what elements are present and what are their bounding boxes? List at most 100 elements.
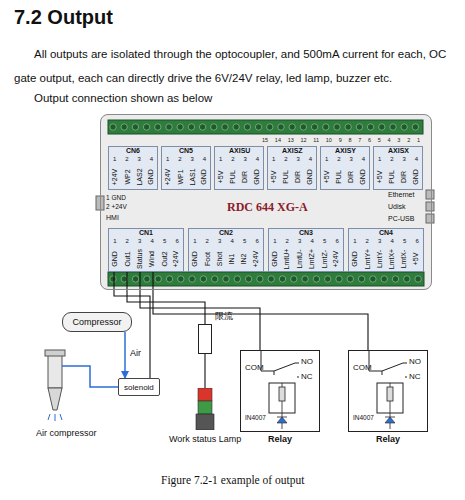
connector-name: CN2	[219, 229, 233, 237]
relay-box: COMNONCIN4007Relay	[348, 350, 428, 432]
relay-title: Relay	[268, 434, 292, 444]
pin-name: Out2	[161, 251, 169, 266]
lamp-symbol	[193, 388, 217, 430]
relay-terminal: NC	[409, 372, 421, 381]
pin-name: Foot	[203, 252, 211, 266]
pin-name: +24V	[173, 251, 181, 268]
pin-name: GND	[200, 169, 208, 185]
label: PC-USB	[388, 215, 414, 223]
connector-name: AXISU	[229, 147, 250, 155]
pin-name: DIR	[294, 171, 302, 183]
pin-name: +5V	[217, 171, 225, 184]
pin-name: GND	[111, 251, 119, 267]
pin-name: +5V	[323, 171, 331, 184]
relay-box: COMNONCIN4007Relay	[240, 350, 320, 432]
diode-label: IN4007	[353, 414, 374, 421]
connector-name: CN6	[126, 147, 140, 155]
pin-name: GND	[271, 251, 279, 267]
pin-name: +5V	[413, 253, 421, 266]
pin-name: LmtY+	[364, 249, 372, 269]
process-box: Compressor	[62, 312, 132, 332]
wire	[127, 272, 205, 324]
pin-name: DIR	[400, 171, 408, 183]
pin-name: GND	[306, 169, 314, 185]
label: HMI	[106, 214, 119, 222]
pin-name: +5V	[270, 171, 278, 184]
label: Output connection shown as below	[34, 92, 212, 105]
pin-name: PUL	[388, 170, 396, 184]
led-numbers: 15 14 13 12 11 10 9 8 7 6 5 4 3 2 1	[262, 137, 420, 143]
connector-block: AXISY1 2 3 4 +5V PUL DIR GND	[320, 146, 370, 190]
box-text: solenoid	[124, 383, 154, 392]
wire	[204, 354, 205, 388]
pin-numbers: 1 2 3 4	[272, 156, 312, 163]
caption: Figure 7.2-1 example of output	[161, 474, 304, 487]
relay-terminal: COM	[353, 363, 372, 372]
pin-name: PUL	[282, 170, 290, 184]
pin-name: Shot	[216, 252, 224, 266]
label: 1 GND	[106, 194, 126, 201]
pin-name: GND	[147, 169, 155, 185]
connector-name: CN3	[299, 229, 313, 237]
resistor-label: 限流	[215, 311, 233, 321]
diode-label: IN4007	[245, 414, 266, 421]
controller-board: RDC 644 XG-ACN61 2 3 4+24VWP2LAS2GNDCN51…	[100, 114, 432, 290]
status-lamp: Work status Lamp	[193, 388, 217, 430]
connector-block: AXISZ1 2 3 4 +5V PUL DIR GND	[267, 146, 317, 190]
connector-block: CN31 2 3 4 5 6GNDLmtU+LmtU-LmtZ+LmtZ-+24…	[268, 228, 344, 272]
pin-name: Wind	[148, 251, 156, 267]
pin-name: GND	[253, 169, 261, 185]
connector-name: CN4	[379, 229, 393, 237]
pin-name: WP2	[123, 169, 131, 184]
pin-name: +24V	[333, 251, 341, 268]
relay-terminal: NO	[409, 357, 421, 366]
pin-name: LAS2	[135, 168, 143, 185]
pin-name: Out1	[124, 251, 132, 266]
relay-terminal: NO	[301, 357, 313, 366]
edge-label: Air	[129, 348, 142, 358]
connector-name: CN1	[139, 229, 153, 237]
connector-name: AXISZ	[282, 147, 303, 155]
pin-name: +24V	[164, 169, 172, 186]
pin-name: LmtX+	[388, 249, 396, 269]
pin-numbers: 1 2 3 4	[113, 156, 153, 163]
pin-name: LmtU-	[296, 249, 304, 268]
pin-name: PUL	[229, 170, 237, 184]
pin-name: WP1	[176, 169, 184, 184]
pin-name: +24V	[253, 251, 261, 268]
label: Udisk	[388, 203, 406, 211]
pin-name: LmtZ+	[308, 249, 316, 269]
pin-name: DIR	[347, 171, 355, 183]
pin-name: GND	[412, 169, 420, 185]
label: Ethernet	[388, 191, 414, 199]
pin-name: GND	[351, 251, 359, 267]
pin-name: LmtY-	[376, 250, 384, 268]
pin-name: LAS1	[188, 168, 196, 185]
connector-name: AXISX	[388, 147, 409, 155]
resistor-symbol: 限流	[198, 324, 212, 354]
connector-block: AXISU1 2 3 4+5VPULDIRGND	[214, 146, 264, 190]
relay-title: Relay	[376, 434, 400, 444]
relay-terminal: NC	[301, 372, 313, 381]
connector-block: CN11 2 3 4 5 6GNDOut1StatusWindOut2+24V	[108, 228, 184, 272]
wire	[153, 272, 368, 350]
pin-name: Status	[136, 249, 144, 269]
heading: 7.2 Output	[14, 6, 113, 29]
pin-name: +5V	[376, 171, 384, 184]
pin-numbers: 1 2 3 4	[325, 156, 365, 163]
connector-name: CN5	[179, 147, 193, 155]
connector-name: AXISY	[335, 147, 356, 155]
pin-numbers: 1 2 3 4	[166, 156, 206, 163]
paragraph: All outputs are isolated through the opt…	[14, 42, 454, 90]
connector-block: CN61 2 3 4+24VWP2LAS2GND	[108, 146, 158, 190]
pin-numbers: 1 2 3 4 5 6	[273, 238, 339, 245]
connector-block: AXISX1 2 3 4+5VPULDIRGND	[373, 146, 423, 190]
process-box: solenoid	[118, 378, 160, 396]
pin-numbers: 1 2 3 4 5 6	[353, 238, 419, 245]
pin-name: GND	[191, 251, 199, 267]
relay-terminal: COM	[245, 363, 264, 372]
label: 2 +24V	[106, 203, 127, 210]
pin-name: PUL	[335, 170, 343, 184]
pin-name: LmtX-	[400, 250, 408, 269]
pin-name: GND	[359, 169, 367, 185]
